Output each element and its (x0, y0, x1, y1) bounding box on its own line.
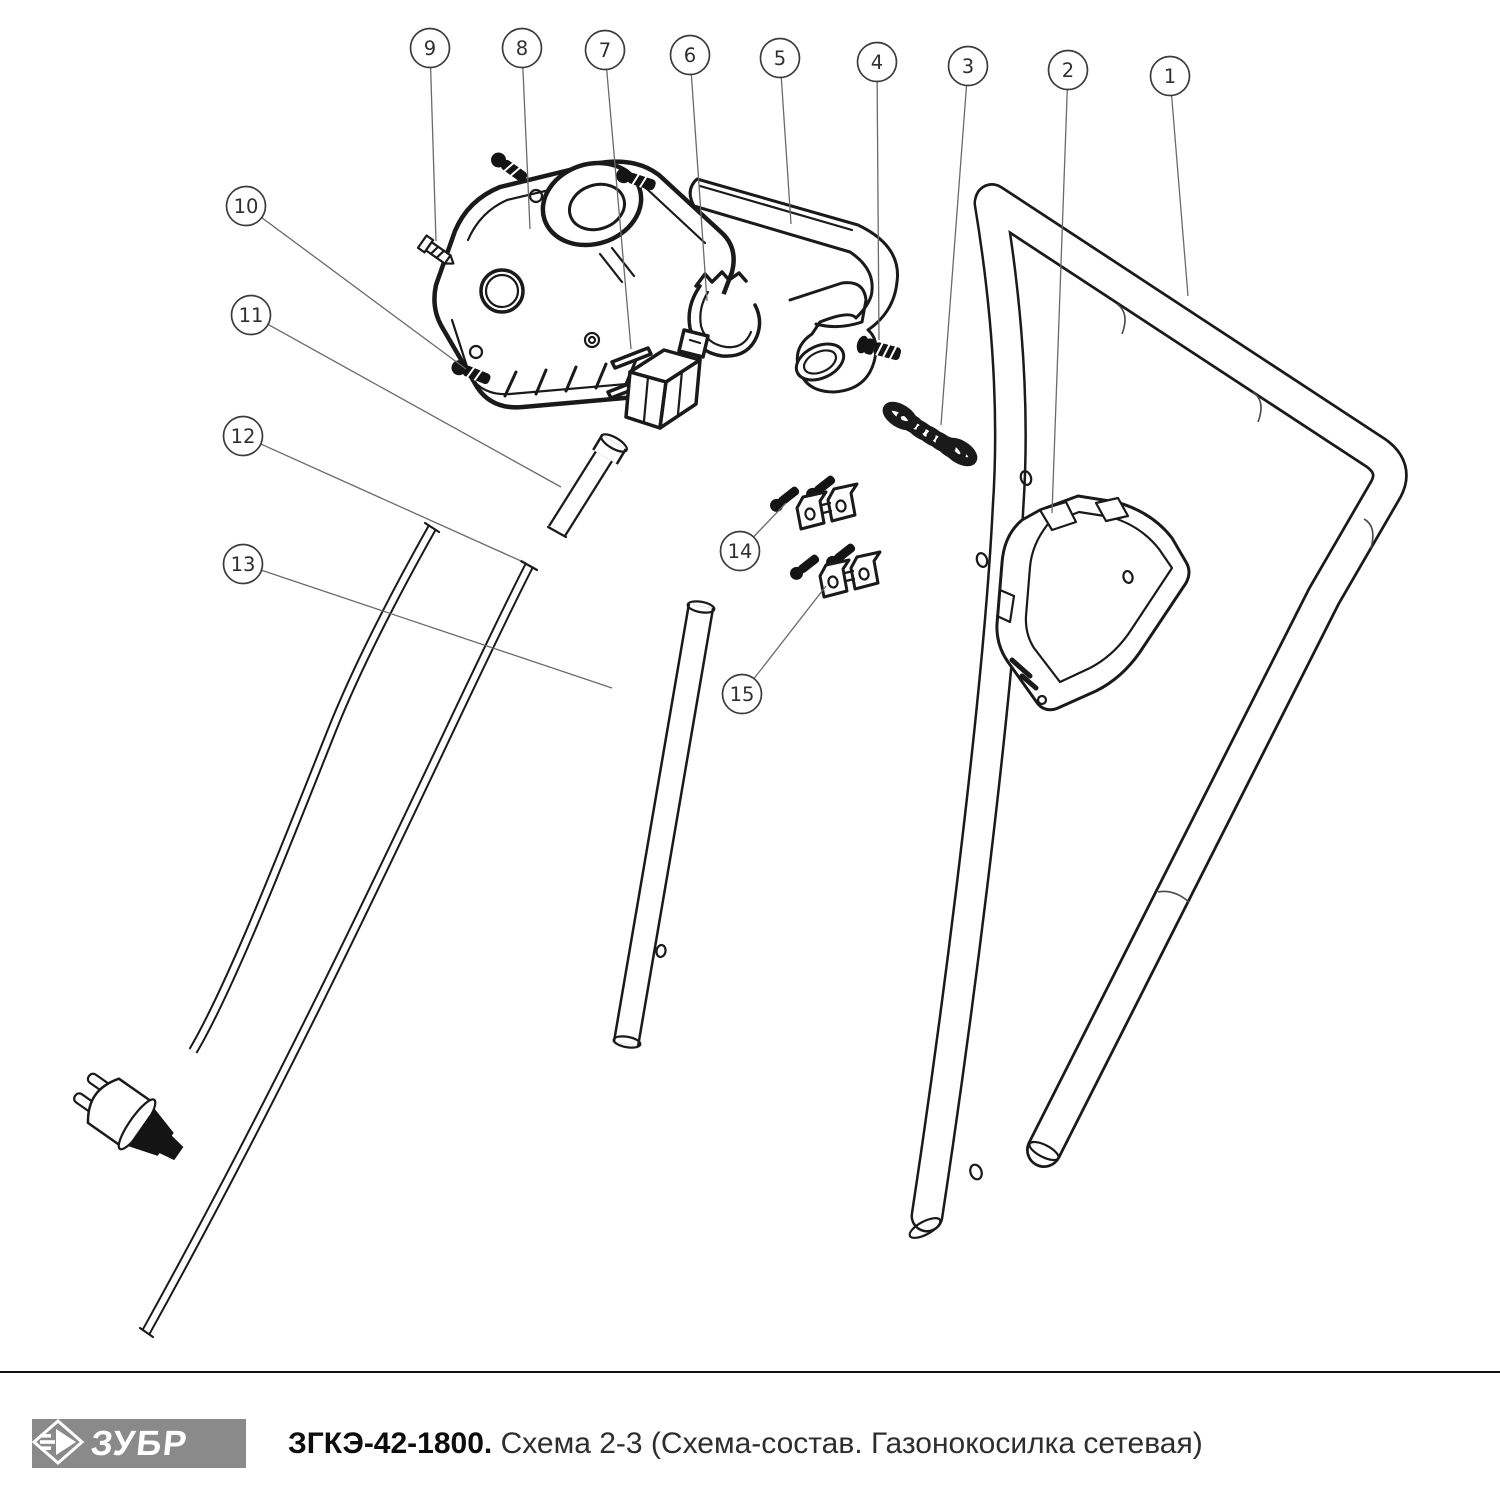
callout-number-2: 2 (1062, 59, 1074, 82)
part-screw-10 (451, 360, 491, 385)
callout-4: 4 (856, 41, 898, 341)
part-clip-15 (790, 543, 882, 599)
callout-circle-6 (669, 34, 711, 76)
callout-12: 12 (222, 415, 522, 562)
brand-name: ЗУБР (88, 1423, 190, 1463)
callout-circle-10 (225, 185, 267, 227)
leader-line-1 (1169, 75, 1189, 297)
schematic-code: ЗГКЭ-42-1800. (288, 1427, 493, 1460)
leader-line-6 (689, 54, 708, 302)
callout-number-12: 12 (231, 425, 256, 448)
cover-screw-b (616, 168, 656, 191)
callout-number-5: 5 (774, 47, 786, 70)
part-switch-block (606, 346, 702, 430)
leader-line-7 (604, 49, 632, 350)
callout-number-9: 9 (424, 37, 436, 60)
leader-line-8 (521, 47, 531, 230)
leader-line-4 (876, 61, 880, 341)
callout-number-4: 4 (871, 51, 883, 74)
callout-5: 5 (759, 37, 801, 225)
callout-number-1: 1 (1164, 65, 1176, 88)
part-cable-clamp (677, 270, 762, 359)
callout-circle-15 (721, 673, 763, 715)
callout-circle-1 (1149, 55, 1191, 97)
callout-13: 13 (222, 543, 613, 689)
leader-line-2 (1051, 69, 1069, 514)
leader-line-13 (242, 563, 613, 689)
callout-circle-11 (230, 294, 272, 336)
callout-number-10: 10 (234, 195, 259, 218)
brand-logo: ЗУБР (32, 1419, 246, 1468)
leader-line-9 (429, 47, 437, 242)
callout-number-6: 6 (684, 44, 696, 67)
leader-line-3 (940, 65, 969, 426)
callout-circle-4 (856, 41, 898, 83)
lower-handle-tube (612, 600, 716, 1049)
leader-line-12 (242, 435, 522, 562)
callout-6: 6 (669, 34, 711, 302)
callout-number-11: 11 (239, 304, 264, 327)
callout-7: 7 (584, 29, 632, 350)
part-screw-4 (856, 335, 902, 361)
callout-circle-5 (759, 37, 801, 79)
schematic-subtitle: Схема 2-3 (Схема-состав. Газонокосилка с… (492, 1427, 1203, 1460)
callout-number-15: 15 (730, 683, 755, 706)
callout-circle-13 (222, 543, 264, 585)
part-lever (688, 177, 900, 394)
callout-11: 11 (230, 294, 562, 488)
cover-screw-a (491, 152, 528, 182)
part-bushing-11 (546, 433, 628, 539)
leader-line-11 (250, 314, 562, 488)
callout-number-8: 8 (516, 37, 528, 60)
callout-3: 3 (940, 45, 989, 426)
callout-circle-8 (501, 27, 543, 69)
callout-15: 15 (721, 585, 827, 715)
callout-circle-7 (584, 29, 626, 71)
callout-circle-14 (719, 530, 761, 572)
callout-9: 9 (409, 27, 451, 242)
callout-14: 14 (719, 502, 787, 572)
brand-diamond-icon (32, 1419, 84, 1465)
callout-number-14: 14 (728, 540, 753, 563)
leader-line-15 (741, 585, 827, 695)
part-switch-box-housing (995, 494, 1191, 712)
schematic-title: ЗГКЭ-42-1800. Схема 2-3 (Схема-состав. Г… (288, 1427, 1203, 1463)
callout-10: 10 (225, 185, 467, 370)
leader-line-10 (245, 205, 467, 370)
part-cable-13 (73, 521, 441, 1161)
power-plug-icon (73, 1072, 184, 1161)
part-clip-14 (770, 475, 859, 531)
footer-divider (0, 1371, 1500, 1373)
callout-1: 1 (1149, 55, 1191, 297)
part-spring (882, 401, 978, 467)
callout-number-3: 3 (962, 55, 974, 78)
callout-number-7: 7 (599, 39, 611, 62)
part-rod-12 (138, 559, 539, 1339)
leader-line-5 (779, 57, 792, 225)
part-upper-handle-tube (908, 183, 1408, 1239)
part-screw-9 (416, 234, 455, 265)
callout-circle-9 (409, 27, 451, 69)
callout-circle-12 (222, 415, 264, 457)
callout-2: 2 (1047, 49, 1089, 514)
callout-8: 8 (501, 27, 543, 230)
callout-circle-2 (1047, 49, 1089, 91)
callout-circle-3 (947, 45, 989, 87)
callout-number-13: 13 (231, 553, 256, 576)
